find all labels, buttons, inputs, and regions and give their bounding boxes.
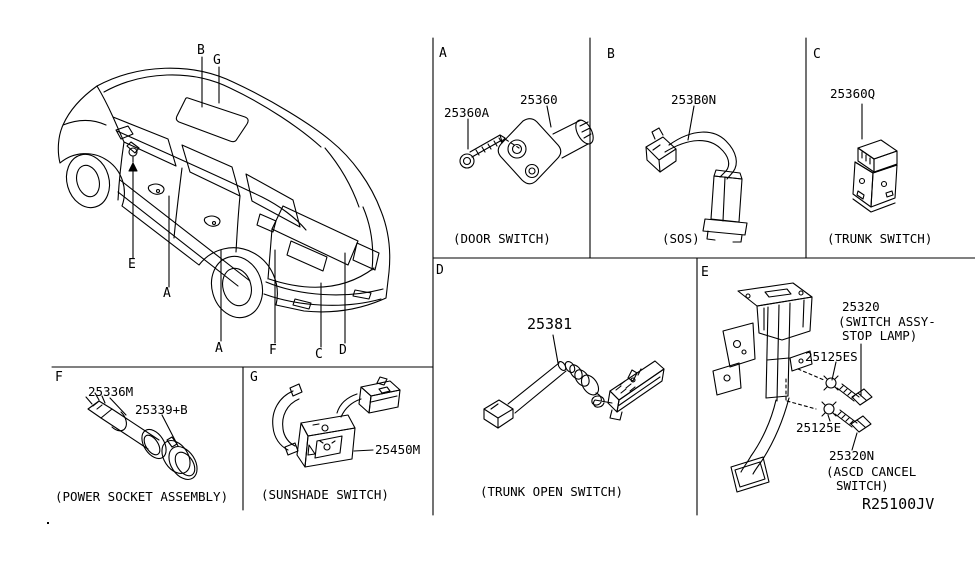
stop-lamp-caption-line1: (SWITCH ASSY- bbox=[838, 314, 936, 329]
leader-25336m bbox=[110, 398, 126, 415]
car-body-outline bbox=[58, 68, 389, 312]
car-callout-d: D bbox=[339, 343, 347, 358]
tail-lamp-right bbox=[353, 243, 379, 270]
stop-lamp-switch-25320 bbox=[824, 376, 872, 405]
sunshade-connector bbox=[359, 377, 400, 413]
door-handle bbox=[148, 184, 220, 226]
leader-25125e bbox=[828, 415, 830, 421]
harness-tube bbox=[508, 360, 567, 413]
panel-d-letter: D bbox=[436, 263, 444, 278]
part-label-25339b: 25339+B bbox=[135, 402, 188, 417]
pedal-arm bbox=[731, 398, 789, 492]
front-wheel bbox=[60, 149, 115, 212]
leader-25381 bbox=[553, 335, 558, 363]
sunshade-wire bbox=[337, 394, 361, 417]
panel-c-letter: C bbox=[813, 47, 821, 62]
part-label-25336m: 25336M bbox=[88, 384, 134, 399]
diagram-ref-code: R25100JV bbox=[862, 495, 935, 513]
screw-25360a bbox=[460, 135, 505, 168]
rear-wheel bbox=[204, 250, 269, 323]
sos-module bbox=[703, 170, 747, 242]
panel-a-caption: (DOOR SWITCH) bbox=[453, 231, 551, 246]
grommet-bellows bbox=[563, 360, 602, 398]
coiled-wire bbox=[592, 393, 612, 407]
panel-f-letter: F bbox=[55, 370, 63, 385]
sunshade-switch-drawing bbox=[273, 377, 400, 467]
part-label-25450m: 25450M bbox=[375, 442, 421, 457]
car-callout-g: G bbox=[213, 53, 221, 68]
leader-25125es bbox=[832, 362, 836, 380]
part-label-25125e: 25125E bbox=[796, 420, 842, 435]
panel-borders bbox=[47, 38, 975, 524]
power-socket-drawing bbox=[86, 393, 203, 485]
trunk-open-switch-drawing bbox=[484, 335, 664, 428]
sos-connector bbox=[646, 128, 676, 172]
socket-cap-25339b bbox=[156, 435, 203, 484]
part-label-25360a: 25360A bbox=[444, 105, 490, 120]
stray-dot bbox=[47, 522, 49, 524]
assembly-axis-dashed bbox=[505, 139, 519, 148]
sos-wire bbox=[665, 132, 736, 179]
car-callout-a1: A bbox=[163, 286, 171, 301]
part-label-25360q: 25360Q bbox=[830, 86, 876, 101]
harness-connector bbox=[484, 400, 513, 428]
panel-d-caption: (TRUNK OPEN SWITCH) bbox=[480, 484, 623, 499]
car-illustration bbox=[58, 68, 389, 324]
leader-25320n bbox=[852, 433, 857, 450]
car-callout-b: B bbox=[197, 43, 205, 58]
sunshade-bracket bbox=[273, 384, 302, 455]
pedal-assembly-drawing bbox=[713, 283, 872, 492]
leader-25360 bbox=[547, 106, 551, 127]
stop-lamp-caption-line2: STOP LAMP) bbox=[842, 328, 918, 343]
panel-b-caption: (SOS) bbox=[662, 231, 700, 246]
car-callout-leaders bbox=[129, 57, 345, 347]
trunk-switch-drawing bbox=[853, 104, 897, 212]
side-mirror bbox=[116, 126, 133, 139]
car-callout-a2: A bbox=[215, 341, 223, 356]
panel-c-caption: (TRUNK SWITCH) bbox=[827, 231, 933, 246]
part-label-25360: 25360 bbox=[520, 92, 558, 107]
ascd-caption-line2: SWITCH) bbox=[836, 478, 889, 493]
sos-switch-drawing bbox=[646, 106, 747, 242]
part-label-25125es: 25125ES bbox=[805, 349, 858, 364]
panel-f-caption: (POWER SOCKET ASSEMBLY) bbox=[55, 489, 229, 504]
ascd-cancel-switch-25320n bbox=[822, 402, 871, 432]
car-callout-c: C bbox=[315, 347, 323, 362]
part-label-25320n: 25320N bbox=[829, 448, 875, 463]
leader-25450m bbox=[354, 450, 373, 451]
car-callout-f: F bbox=[269, 343, 277, 358]
panel-e-letter: E bbox=[701, 265, 709, 280]
trunk-open-switch-body bbox=[608, 361, 664, 420]
panel-b-letter: B bbox=[607, 47, 615, 62]
sunroof bbox=[176, 98, 248, 142]
panel-g-letter: G bbox=[250, 370, 258, 385]
panel-a-letter: A bbox=[439, 46, 447, 61]
door-switch-drawing bbox=[460, 106, 597, 184]
quarter-window bbox=[246, 174, 300, 227]
license-recess bbox=[287, 241, 327, 271]
sunshade-switch-body bbox=[297, 415, 355, 467]
trunk-switch-body bbox=[853, 140, 897, 212]
front-door-window bbox=[113, 117, 176, 166]
pedal-bracket bbox=[713, 283, 812, 401]
part-label-253b0n: 253B0N bbox=[671, 92, 717, 107]
part-label-25320: 25320 bbox=[842, 299, 880, 314]
switch-25360 bbox=[498, 117, 597, 184]
rear-door-window bbox=[182, 145, 240, 196]
ascd-caption-line1: (ASCD CANCEL bbox=[826, 464, 917, 479]
door-jamb-switch-glyph bbox=[127, 142, 139, 162]
part-label-25381: 25381 bbox=[527, 315, 573, 333]
panel-g-caption: (SUNSHADE SWITCH) bbox=[261, 487, 389, 502]
car-callout-e: E bbox=[128, 257, 136, 272]
tail-lamp-left bbox=[257, 214, 276, 232]
